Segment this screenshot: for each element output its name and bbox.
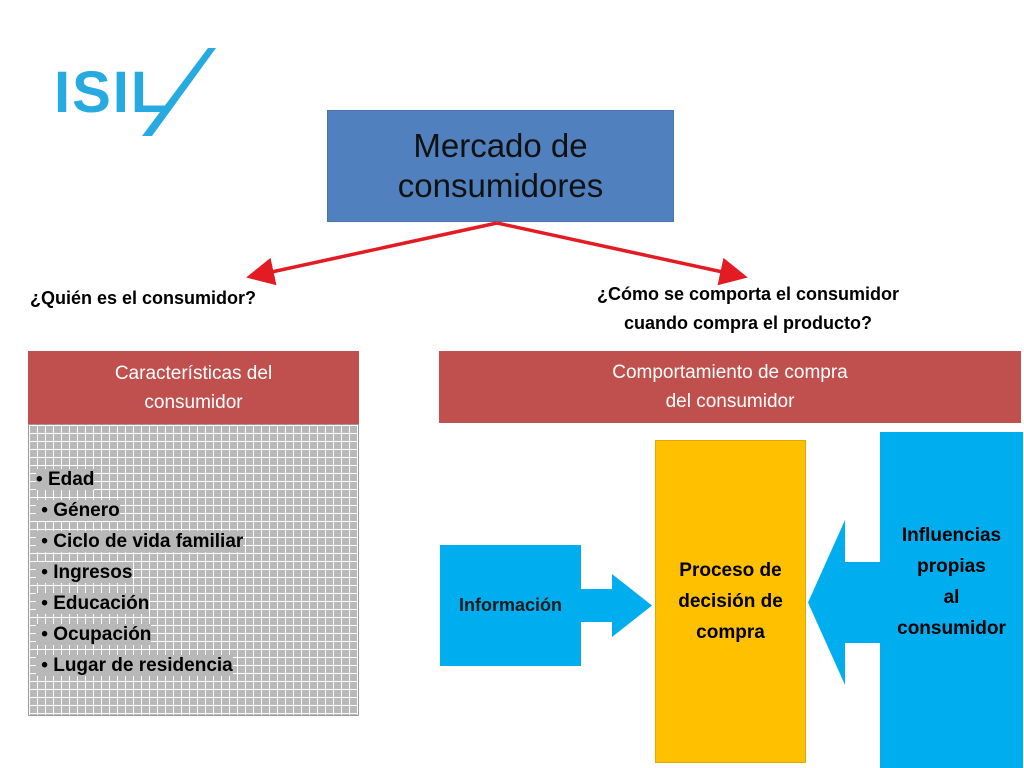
isil-logo: ISIL <box>52 44 222 140</box>
isil-logo-mark: ISIL <box>54 48 216 136</box>
logo-slash <box>142 48 216 136</box>
list-item: • Ciclo de vida familiar <box>36 531 244 552</box>
list-item: • Edad <box>36 469 95 490</box>
arrow-to-who <box>246 221 498 286</box>
influences-line-2: propias <box>917 556 986 577</box>
behavior-header-line-1: Comportamiento de compra <box>612 362 848 383</box>
arrow-to-how <box>496 221 748 286</box>
question-how: ¿Cómo se comporta el consumidor cuando c… <box>548 280 948 338</box>
list-item-text: Ocupación <box>53 624 152 645</box>
decision-process-box: Proceso de decisión de compra <box>655 440 806 763</box>
list-item: • Educación <box>36 593 150 614</box>
list-item-text: Ciclo de vida familiar <box>53 531 244 552</box>
information-label: Información <box>458 595 562 615</box>
characteristics-header: Características del consumidor <box>28 351 359 424</box>
list-item: • Lugar de residencia <box>36 655 233 676</box>
question-how-line-1: ¿Cómo se comporta el consumidor <box>596 284 900 304</box>
characteristics-header-line-1: Características del <box>114 362 273 384</box>
title-line-2: consumidores <box>397 167 604 204</box>
characteristics-list: • Edad • Género • Ciclo de vida familiar… <box>36 464 356 681</box>
list-item: • Ocupación <box>36 624 152 645</box>
list-item-text: Lugar de residencia <box>53 655 233 676</box>
market-title-box: Mercado de consumidores <box>327 110 674 222</box>
arrow-left-icon <box>808 520 883 685</box>
logo-lettering: ISIL <box>54 60 168 125</box>
list-item: • Ingresos <box>36 562 133 583</box>
behavior-header-line-2: del consumidor <box>665 391 795 412</box>
list-item: • Género <box>36 500 120 521</box>
list-item-text: Ingresos <box>53 562 133 583</box>
influences-box: Influencias propias al consumidor <box>880 432 1023 768</box>
list-item-text: Edad <box>47 469 95 490</box>
process-line-2: decisión de <box>678 591 783 612</box>
process-line-3: compra <box>696 622 765 643</box>
process-line-1: Proceso de <box>679 560 782 581</box>
characteristics-header-line-2: consumidor <box>144 391 243 413</box>
arrow-right-icon <box>580 574 652 637</box>
title-line-1: Mercado de <box>413 127 588 164</box>
influences-line-1: Influencias <box>901 525 1002 546</box>
information-box: Información <box>440 545 581 666</box>
question-how-line-2: cuando compra el producto? <box>623 313 873 333</box>
list-item-text: Educación <box>53 593 150 614</box>
behavior-header: Comportamiento de compra del consumidor <box>439 351 1021 423</box>
influences-line-4: consumidor <box>897 618 1006 639</box>
influences-line-3: al <box>943 587 960 608</box>
question-who: ¿Quién es el consumidor? <box>30 288 257 308</box>
list-item-text: Género <box>53 500 120 521</box>
